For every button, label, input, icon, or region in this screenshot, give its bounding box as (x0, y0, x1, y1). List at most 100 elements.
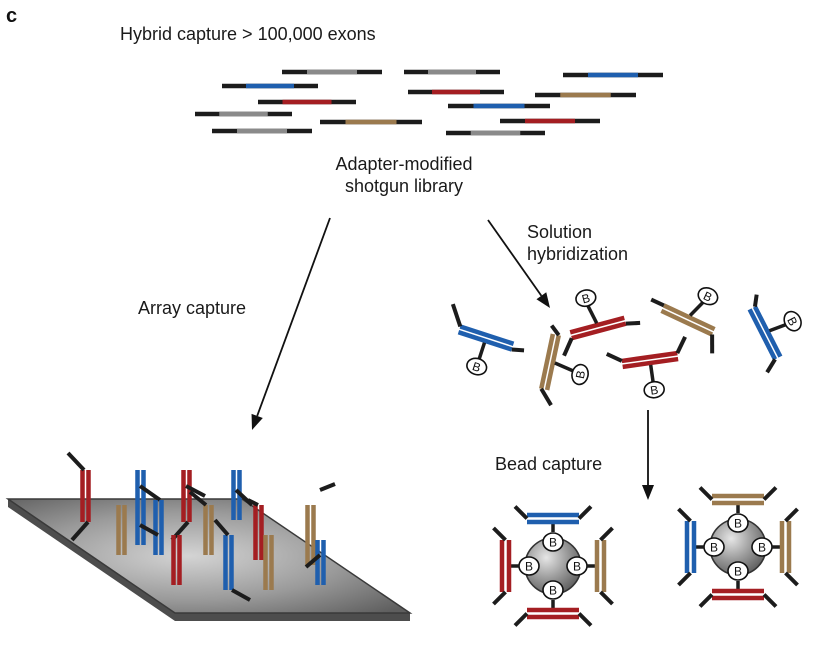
bead-adapter (599, 590, 614, 606)
probe-strand (622, 356, 679, 370)
probe-adapter (138, 484, 162, 502)
biotin-tag: B (466, 357, 488, 376)
bead-adapter (677, 507, 692, 523)
biotin-letter: B (471, 359, 483, 375)
solution-hybridization: B B B B B B (450, 286, 802, 407)
probe-strand (747, 308, 778, 361)
array-slide-edge (8, 499, 410, 621)
biotin-circle (727, 513, 749, 533)
complex-adapter (625, 320, 641, 326)
complex-adapter (450, 303, 463, 328)
bead-adapter (513, 505, 529, 520)
hybrid-complex: B (650, 286, 719, 354)
probe-strand (662, 303, 716, 332)
biotin-circle (783, 310, 802, 332)
probe-adapter (213, 518, 230, 537)
hybrid-complex: B (450, 303, 525, 376)
biotin-circle (542, 532, 564, 552)
probe-strand (752, 305, 783, 358)
biotin-letter: B (549, 536, 557, 550)
complex-adapter (752, 294, 759, 307)
biotin-circle (542, 580, 564, 600)
probe-adapter (188, 490, 208, 507)
arrow (642, 410, 654, 500)
array-probe (139, 500, 164, 555)
biotin-tag: B (566, 556, 588, 576)
biotin-letter: B (573, 560, 581, 574)
probe-strand (571, 321, 627, 341)
biotin-letter: B (734, 565, 742, 579)
shotgun-library (195, 69, 663, 136)
probe-adapter (304, 553, 322, 569)
biotin-tag: B (703, 537, 725, 557)
bead-adapter (492, 590, 507, 606)
probe-adapter (66, 451, 86, 472)
biotin-linker (688, 301, 704, 317)
bead-adapter (492, 526, 507, 542)
biotin-circle (643, 380, 665, 399)
biotin-letter: B (649, 383, 659, 398)
biotin-letter: B (710, 541, 718, 555)
bead-adapter (698, 486, 714, 501)
array-probe (171, 535, 182, 585)
library-label-line1: Adapter-modified (335, 154, 472, 174)
bead-adapter (599, 526, 614, 542)
bead-adapter (784, 571, 799, 587)
hybrid-complex: B (562, 289, 641, 357)
probe-strand (539, 333, 556, 390)
biotin-tag: B (575, 289, 597, 308)
arrow-shaft (256, 217, 331, 417)
biotin-linker (648, 364, 655, 383)
biotin-tag: B (518, 556, 540, 576)
probe-adapter (319, 482, 336, 492)
biotin-letter: B (549, 584, 557, 598)
biotin-circle (571, 363, 589, 386)
probe-adapter (185, 484, 206, 498)
bead-adapter (784, 507, 799, 523)
biotin-tag: B (571, 363, 589, 386)
biotin-tag: B (643, 380, 665, 399)
panel-letter: c (6, 5, 17, 27)
biotin-linker (768, 323, 787, 333)
biotin-tag: B (542, 532, 564, 552)
arrow-shaft (487, 219, 543, 297)
array-probe (188, 490, 214, 555)
biotin-circle (575, 289, 597, 308)
array-probe (213, 518, 251, 602)
bead-adapter (762, 593, 778, 608)
arrow (487, 219, 550, 308)
array-probe (135, 470, 162, 545)
hybrid-complex: B (539, 324, 589, 407)
complex-adapter (550, 324, 561, 337)
biotin-tag: B (727, 561, 749, 581)
biotin-letter: B (734, 517, 742, 531)
arrow-head (251, 413, 263, 430)
probe-strand (457, 330, 513, 352)
probe-strand (569, 315, 625, 335)
array-capture-label: Array capture (138, 298, 246, 318)
biotin-letter: B (573, 369, 588, 380)
complex-adapter (765, 358, 777, 374)
array-probe (247, 498, 264, 560)
arrow (251, 217, 331, 430)
biotin-letter: B (525, 560, 533, 574)
array-probe (170, 470, 206, 542)
streptavidin-bead: B B B B (492, 505, 614, 627)
biotin-tag: B (783, 310, 802, 332)
workflow-arrows (251, 217, 654, 500)
probe-strand (544, 334, 561, 391)
biotin-circle (697, 286, 719, 306)
bead-capture-label: Bead capture (495, 454, 602, 474)
probe-adapter (231, 588, 251, 602)
biotin-linker (586, 305, 599, 324)
probe-adapter (70, 520, 90, 542)
biotin-circle (727, 561, 749, 581)
library-label-line2: shotgun library (345, 176, 463, 196)
complex-adapter (511, 347, 525, 353)
complex-adapter (562, 337, 574, 357)
bead-adapter (513, 612, 529, 627)
probe-adapter (247, 498, 259, 507)
